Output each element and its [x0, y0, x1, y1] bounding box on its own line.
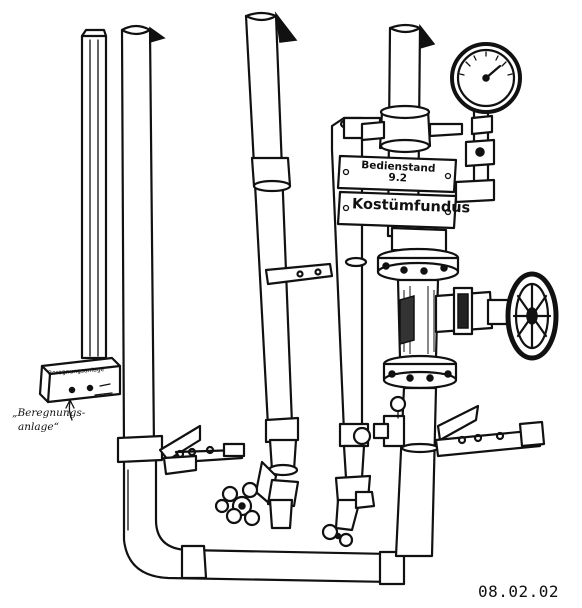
- tall-pipe-left: [120, 24, 166, 454]
- bracket-bottom-left: [158, 424, 246, 476]
- left-conduit: [80, 28, 108, 360]
- pressure-gauge-icon: [450, 42, 522, 114]
- junction-box: [38, 356, 122, 404]
- caption-line1: „Beregnungs-: [12, 407, 86, 419]
- gauge-line: [428, 98, 496, 204]
- caption-beregnungsanlage: „Beregnungs- anlage“: [12, 406, 85, 434]
- sign-kostuemfundus: Kostümfundus: [351, 196, 471, 217]
- bracket-right: [434, 404, 546, 458]
- middle-pipe: [244, 11, 334, 428]
- side-valve-lower: [372, 395, 407, 448]
- sketch-date: 08.02.02: [478, 582, 560, 601]
- main-valve-assembly: [376, 226, 516, 558]
- middle-pipe-valve: [214, 416, 300, 530]
- caption-arrow: [65, 399, 75, 421]
- handwheel-icon: [505, 271, 559, 361]
- sign-kostuemfundus-board: [336, 190, 458, 230]
- sign-bedienstand-board: [336, 154, 458, 194]
- bottom-u-pipe: [116, 434, 406, 586]
- caption-line2: anlage“: [18, 421, 59, 433]
